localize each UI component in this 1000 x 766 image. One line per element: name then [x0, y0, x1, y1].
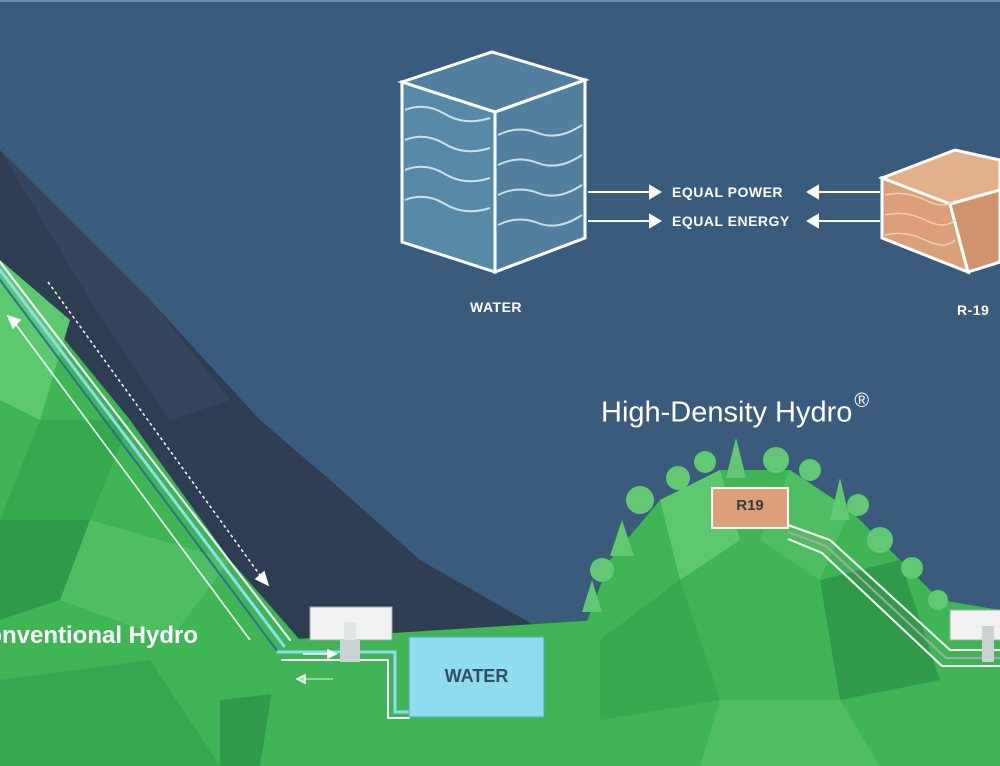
- powerhouse-right: [949, 609, 1000, 662]
- hill-facet: [600, 580, 720, 720]
- mountain-facet: [0, 420, 130, 520]
- hill-facet: [700, 700, 880, 766]
- tree: [694, 451, 716, 473]
- equal-power-label: EQUAL POWER: [672, 184, 784, 200]
- tree: [847, 494, 869, 516]
- water-cube-icon: [397, 50, 590, 275]
- left-penstock: [0, 261, 411, 719]
- hill-facet: [820, 560, 940, 700]
- tree: [590, 558, 614, 582]
- mountain-facet: [60, 520, 230, 640]
- mountain-facet: [0, 660, 220, 766]
- tree: [799, 459, 821, 481]
- down-arrow-line: [47, 281, 263, 579]
- left-arrow-head: [295, 673, 306, 685]
- up-arrow-line: [13, 321, 251, 641]
- mountain-facet: [0, 260, 70, 420]
- right-penstock: [787, 524, 1000, 667]
- up-arrow-head: [6, 314, 22, 330]
- right-arrow-head: [327, 648, 338, 660]
- arrow-right-energy: [649, 213, 662, 229]
- high-density-hydro-title: High-Density Hydro®: [601, 390, 869, 430]
- down-arrow-head: [254, 570, 270, 587]
- water-reservoir-label: WATER: [444, 666, 509, 686]
- trees: [582, 438, 948, 612]
- tree: [928, 590, 948, 610]
- equality-arrows: [588, 184, 880, 229]
- flow-arrows-left: [6, 281, 338, 685]
- r19-cube-icon: [877, 148, 1000, 275]
- water-cube-label: WATER: [470, 299, 523, 315]
- equal-energy-label: EQUAL ENERGY: [672, 213, 790, 229]
- tree: [830, 478, 850, 520]
- conventional-hydro-title: Conventional Hydro: [0, 622, 199, 649]
- high-density-hydro-text: High-Density Hydro: [601, 396, 853, 429]
- mountain-facet: [0, 520, 90, 620]
- water-reservoir: [408, 636, 545, 718]
- powerhouse-left: [309, 606, 393, 662]
- tree: [901, 557, 923, 579]
- r19-reservoir-label: R19: [736, 497, 764, 514]
- arrow-right-power: [649, 184, 662, 200]
- arrow-left-energy: [806, 213, 819, 229]
- tree: [763, 447, 789, 473]
- tree: [867, 527, 893, 553]
- dark-slope-facet: [0, 150, 230, 420]
- tree: [582, 580, 602, 612]
- r19-cube-label: R-19: [957, 302, 990, 318]
- r19-reservoir: [711, 487, 789, 529]
- tree: [626, 486, 654, 514]
- tree: [666, 466, 690, 490]
- registered-mark: ®: [854, 390, 870, 412]
- left-mountain: [0, 260, 600, 766]
- arrow-left-power: [806, 184, 819, 200]
- tree: [726, 438, 746, 478]
- tree: [610, 520, 634, 556]
